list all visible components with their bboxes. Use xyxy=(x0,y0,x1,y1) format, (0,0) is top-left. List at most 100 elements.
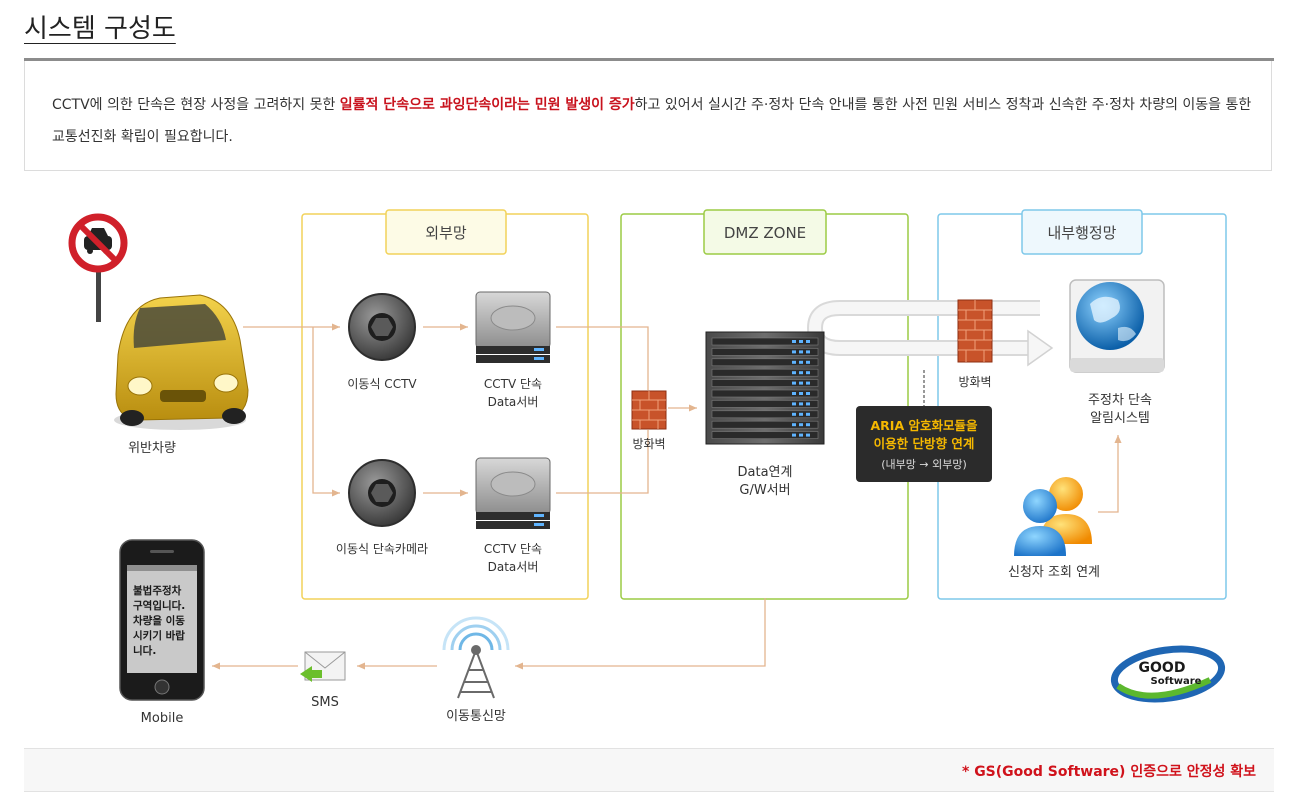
rack-led xyxy=(799,433,803,437)
rack-led xyxy=(806,402,810,406)
logo-line2: Software xyxy=(1151,676,1202,687)
gs-logo: GOOD Software xyxy=(1110,645,1226,703)
rack-led xyxy=(799,350,803,354)
gw-label-line1: Data연계 xyxy=(738,465,793,480)
rack-led xyxy=(806,371,810,375)
intro-text-highlight: 일률적 단속으로 과잉단속이라는 민원 발생이 증가 xyxy=(339,97,635,113)
rack-led xyxy=(806,350,810,354)
mobile-camera-label: 이동식 단속카메라 xyxy=(336,542,428,556)
rack-led xyxy=(792,371,796,375)
globe-monitor-icon xyxy=(1069,279,1165,373)
firewall-brick-icon xyxy=(631,390,667,430)
sms-label: SMS xyxy=(311,695,339,710)
external-zone: 외부망 xyxy=(301,209,589,600)
footer-note: * GS(Good Software) 인증으로 안정성 확보 xyxy=(962,764,1256,780)
rack-unit xyxy=(711,348,819,356)
system-diagram: 외부망 DMZ ZONE 내부행정망 xyxy=(68,209,1227,726)
rack-led xyxy=(806,433,810,437)
rack-led xyxy=(799,392,803,395)
camera-icon xyxy=(348,293,416,361)
rack-led xyxy=(792,350,796,354)
no-parking-sign-icon xyxy=(68,213,128,322)
rack-led xyxy=(792,360,796,364)
logo-line1: GOOD xyxy=(1139,660,1186,676)
aria-line2: 이용한 단방향 연계 xyxy=(874,436,975,451)
users-icon xyxy=(1014,477,1092,556)
intro-text-before: CCTV에 의한 단속은 현장 사정을 고려하지 못한 xyxy=(52,97,340,113)
footer-bar: * GS(Good Software) 인증으로 안정성 확보 xyxy=(24,748,1274,792)
applicant-label: 신청자 조회 연계 xyxy=(1008,565,1100,580)
server2-label-line2: Data서버 xyxy=(488,560,539,574)
notify-label-line2: 알림시스템 xyxy=(1090,411,1150,426)
mobile-cctv-label: 이동식 CCTV xyxy=(347,377,417,391)
server-icon xyxy=(475,291,551,363)
rack-led xyxy=(806,340,810,343)
notify-label-line1: 주정차 단속 xyxy=(1088,393,1152,408)
rack-led xyxy=(806,360,810,364)
envelope-icon xyxy=(300,651,346,682)
rack-led xyxy=(799,412,803,416)
server1-label-line2: Data서버 xyxy=(488,395,539,409)
internal-zone-label: 내부행정망 xyxy=(1047,224,1116,242)
phone-screen-line: 구역입니다. xyxy=(133,599,185,612)
internal-zone: 내부행정망 xyxy=(937,209,1227,600)
rack-unit xyxy=(711,431,819,439)
rack-led xyxy=(792,433,796,437)
server2-label-line1: CCTV 단속 xyxy=(484,542,542,556)
antenna-tower-icon xyxy=(442,616,510,699)
firewall1-label: 방화벽 xyxy=(632,437,665,451)
rack-led xyxy=(792,423,796,427)
firewall2-label: 방화벽 xyxy=(958,375,991,389)
rack-unit xyxy=(711,337,819,346)
mobile-phone-icon xyxy=(119,539,205,701)
page-title: 시스템 구성도 xyxy=(24,14,176,44)
intro-text-after: 하고 있어서 실시간 주·정차 단속 안내를 통한 사전 민원 서비스 정착과 … xyxy=(52,97,1252,145)
dmz-zone: DMZ ZONE xyxy=(620,209,909,600)
mobile-label: Mobile xyxy=(141,711,184,726)
rack-led xyxy=(792,412,796,416)
rack-unit xyxy=(711,420,819,429)
rack-led xyxy=(799,340,803,343)
server-icon xyxy=(475,457,551,529)
rack-unit xyxy=(711,400,819,408)
rack-led xyxy=(799,402,803,406)
rack-led xyxy=(792,402,796,406)
one-way-arrow xyxy=(806,300,1054,367)
gw-label-line2: G/W서버 xyxy=(739,483,790,498)
rack-unit xyxy=(711,379,819,387)
rack-led xyxy=(799,360,803,364)
rack-led xyxy=(799,371,803,375)
phone-screen-line: 시키기 바랍 xyxy=(133,629,185,642)
rack-led xyxy=(806,423,810,427)
rack-led xyxy=(806,392,810,395)
rack-led xyxy=(792,381,796,385)
server-rack-icon xyxy=(705,331,825,445)
vehicle-label: 위반차량 xyxy=(128,441,176,456)
network-label: 이동통신망 xyxy=(446,709,506,724)
external-zone-label: 외부망 xyxy=(425,224,467,242)
rack-led xyxy=(799,423,803,427)
yellow-car-icon xyxy=(114,294,249,430)
rack-unit xyxy=(711,368,819,377)
aria-callout: ARIA 암호화모듈을 이용한 단방향 연계 (내부망 → 외부망) xyxy=(856,406,992,482)
rack-unit xyxy=(711,389,819,398)
rack-unit xyxy=(711,410,819,419)
firewall-brick-icon xyxy=(957,299,993,363)
aria-line1: ARIA 암호화모듈을 xyxy=(871,418,978,433)
dmz-zone-label: DMZ ZONE xyxy=(724,224,806,242)
title-divider xyxy=(24,58,1274,61)
rack-led xyxy=(792,340,796,343)
phone-screen-line: 차량을 이동 xyxy=(133,614,185,627)
rack-led xyxy=(806,381,810,385)
rack-led xyxy=(799,381,803,385)
intro-text: CCTV에 의한 단속은 현장 사정을 고려하지 못한 일률적 단속으로 과잉단… xyxy=(52,89,1252,153)
intro-box: CCTV에 의한 단속은 현장 사정을 고려하지 못한 일률적 단속으로 과잉단… xyxy=(24,61,1272,171)
rack-unit xyxy=(711,358,819,367)
camera-icon xyxy=(348,459,416,527)
phone-screen-line: 불법주정차 xyxy=(133,584,182,597)
aria-line3: (내부망 → 외부망) xyxy=(881,458,967,471)
connectors xyxy=(212,323,1122,670)
server1-label-line1: CCTV 단속 xyxy=(484,377,542,391)
phone-screen-line: 니다. xyxy=(133,644,156,657)
